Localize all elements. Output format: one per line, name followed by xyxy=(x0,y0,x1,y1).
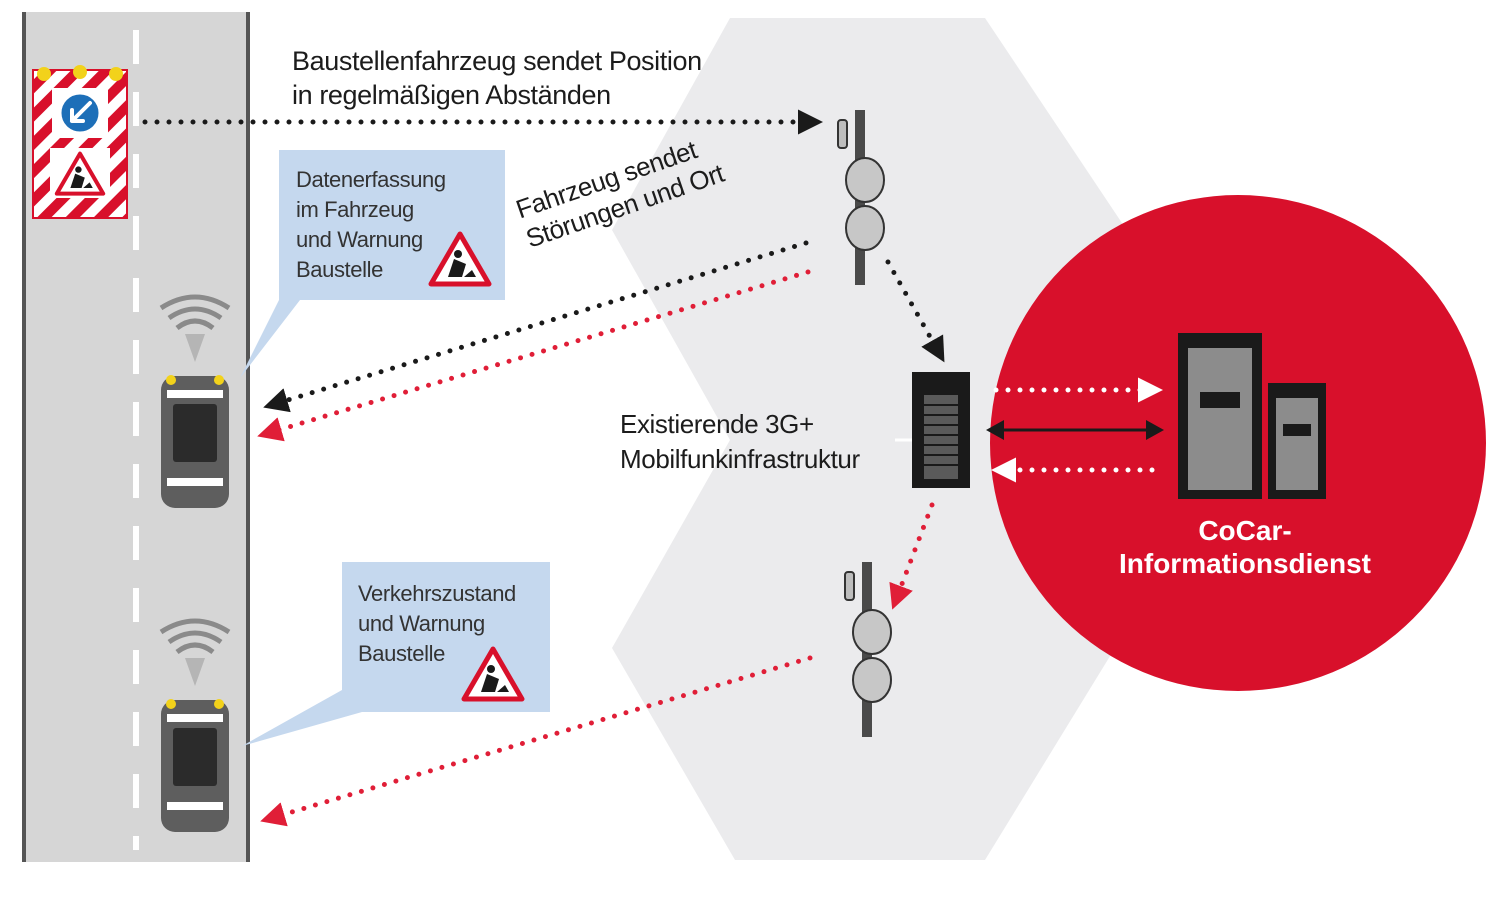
arrow-tower-to-car-red xyxy=(257,269,811,442)
callout-data-capture-text: Datenerfassung im Fahrzeug und Warnung B… xyxy=(296,167,446,282)
cell-area-background xyxy=(612,18,1130,860)
server-icon xyxy=(1178,333,1326,499)
callout-traffic-state xyxy=(242,562,550,746)
callout-data-capture xyxy=(240,150,505,378)
construction-vehicle-sign xyxy=(32,65,128,219)
construction-vehicle-label: Baustellenfahrzeug sendet Position in re… xyxy=(292,46,702,110)
arrow-tower-to-car xyxy=(263,240,809,413)
arrow-station-server-bidirectional xyxy=(986,420,1164,440)
infrastructure-label: Existierende 3G+ Mobilfunkinfrastruktur xyxy=(620,409,860,474)
cocar-service-label: CoCar- Informationsdienst xyxy=(1118,515,1371,579)
arrow-lower-tower-to-car xyxy=(260,655,813,827)
base-station-icon xyxy=(895,372,970,488)
callout-traffic-state-text: Verkehrszustand und Warnung Baustelle xyxy=(358,581,516,666)
